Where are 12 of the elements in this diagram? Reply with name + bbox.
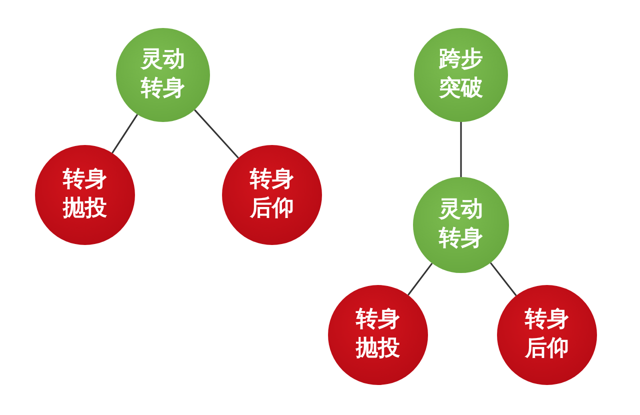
node-label: 转身后仰 (248, 166, 295, 223)
connector-line (490, 262, 517, 296)
node-label: 灵动转身 (438, 196, 484, 253)
node-label: 灵动转身 (140, 46, 186, 103)
connector-line (112, 114, 138, 154)
node-label: 转身抛投 (62, 166, 108, 223)
connector-line (460, 122, 462, 177)
node-label: 跨步突破 (438, 46, 484, 103)
node-label: 转身后仰 (524, 306, 570, 363)
node-label: 转身抛投 (354, 306, 401, 363)
connector-line (194, 109, 239, 159)
connector-line (407, 262, 433, 296)
